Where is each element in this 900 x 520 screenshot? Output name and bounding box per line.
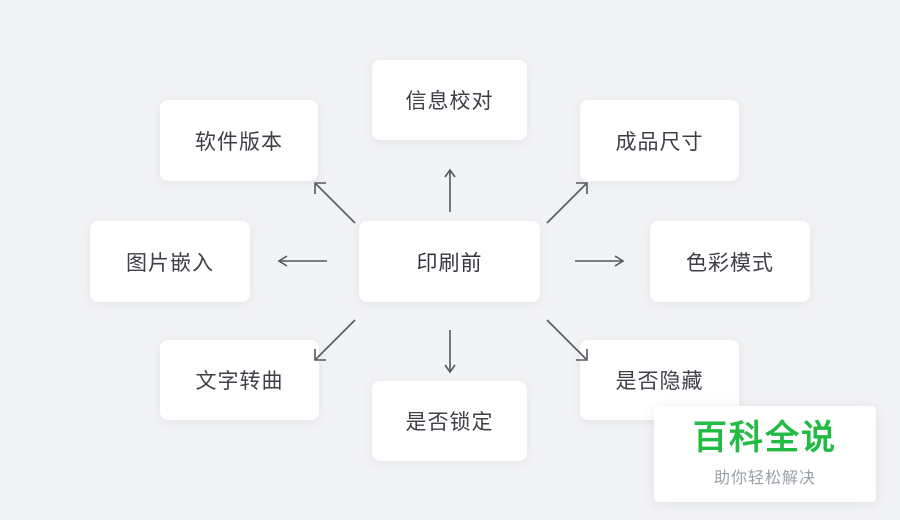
node-software-ver-label: 软件版本 <box>195 130 283 154</box>
node-text-outline-label: 文字转曲 <box>195 370 284 393</box>
node-image-embed[interactable]: 图片嵌入 <box>90 221 250 302</box>
node-text-outline[interactable]: 文字转曲 <box>160 340 319 420</box>
node-final-size-label: 成品尺寸 <box>615 130 704 154</box>
node-color-mode[interactable]: 色彩模式 <box>650 221 810 302</box>
node-center[interactable]: 印刷前 <box>359 221 540 302</box>
node-color-mode-label: 色彩模式 <box>686 251 774 275</box>
node-final-size[interactable]: 成品尺寸 <box>580 100 739 181</box>
arrow-left-icon <box>277 254 327 268</box>
node-image-embed-label: 图片嵌入 <box>126 251 214 275</box>
node-software-ver[interactable]: 软件版本 <box>160 100 318 181</box>
arrow-right-icon <box>575 254 625 268</box>
watermark: 百科全说 助你轻松解决 <box>654 406 876 502</box>
node-info-check-label: 信息校对 <box>405 90 494 113</box>
node-is-locked-label: 是否锁定 <box>405 411 494 434</box>
node-is-hidden-label: 是否隐藏 <box>615 370 704 393</box>
arrow-up-icon <box>443 168 457 212</box>
arrow-up-right-icon <box>545 181 589 225</box>
arrow-down-left-icon <box>313 318 357 362</box>
arrow-down-icon <box>443 330 457 374</box>
node-center-label: 印刷前 <box>416 251 483 275</box>
arrow-up-left-icon <box>313 181 357 225</box>
node-info-check[interactable]: 信息校对 <box>372 60 527 140</box>
watermark-subtitle: 助你轻松解决 <box>713 469 816 487</box>
watermark-title: 百科全说 <box>693 419 837 458</box>
node-is-locked[interactable]: 是否锁定 <box>372 381 527 461</box>
